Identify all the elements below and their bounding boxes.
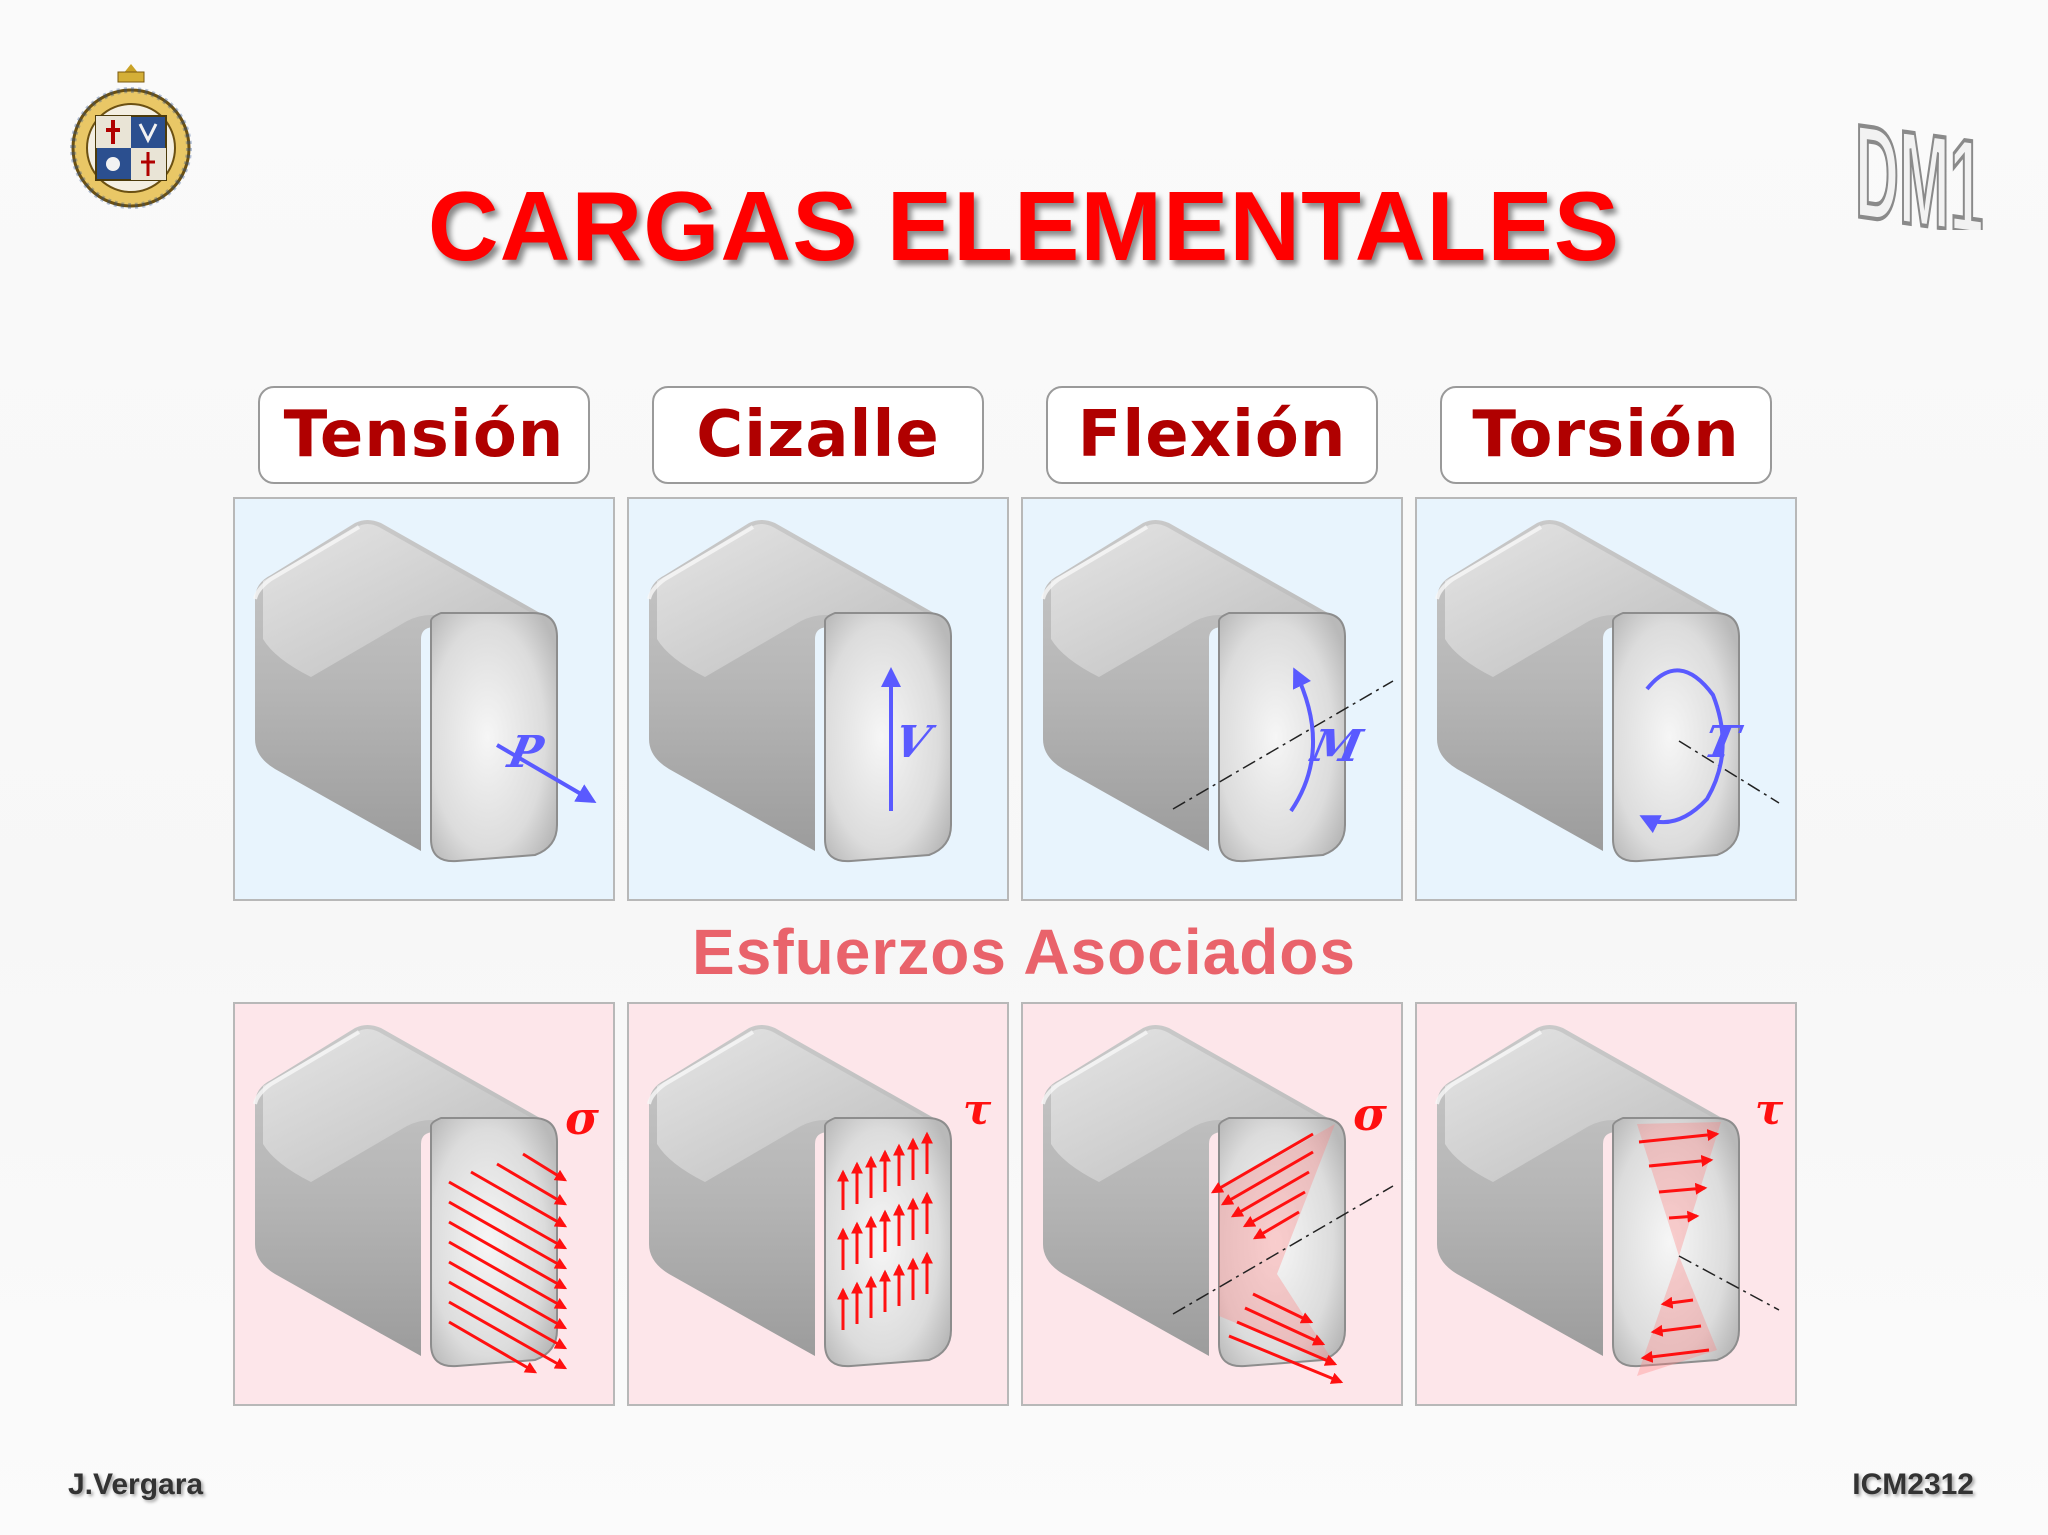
bending-moment-arrow — [1289, 667, 1316, 813]
svg-text:DM1: DM1 — [1855, 95, 1983, 230]
tension-stress-symbol: σ — [565, 1091, 599, 1145]
bending-stress-distribution — [1219, 1124, 1335, 1364]
torsion-stress-illustration: τ — [1435, 1023, 1784, 1376]
tension-stress-illustration: σ — [253, 1023, 599, 1374]
label-tension: Tensión — [258, 386, 590, 484]
torsion-load-panel: T — [1415, 497, 1797, 901]
label-flexion: Flexión — [1046, 386, 1378, 484]
shear-stress-illustration: τ — [647, 1023, 992, 1369]
shear-stress-symbol: τ — [963, 1085, 992, 1134]
bending-block-illustration: M — [1041, 518, 1394, 864]
bending-stress-illustration: σ — [1041, 1023, 1394, 1384]
tension-load-panel: P — [233, 497, 615, 901]
torsion-stress-symbol: τ — [1755, 1085, 1784, 1134]
bending-normal-stress-arrows — [1210, 1132, 1344, 1384]
associated-stresses-heading: Esfuerzos Asociados — [692, 916, 1356, 988]
bending-axis-line — [1172, 680, 1394, 810]
bending-stress-panel: σ — [1021, 1002, 1403, 1406]
torsion-shear-stress-arrows — [1638, 1129, 1720, 1363]
slide-title: CARGAS ELEMENTALES — [427, 171, 1621, 281]
torsion-moment-arrow — [1639, 668, 1725, 834]
tension-stress-panel: σ — [233, 1002, 615, 1406]
shear-load-panel: V — [627, 497, 1009, 901]
shear-stress-panel: τ — [627, 1002, 1009, 1406]
shear-block-illustration: V — [647, 518, 953, 864]
label-torsion: Torsión — [1440, 386, 1772, 484]
torsion-axis-line — [1678, 740, 1780, 804]
tension-force-arrow — [495, 743, 597, 804]
torsion-stress-panel: τ — [1415, 1002, 1797, 1406]
shear-stress-arrows — [837, 1131, 933, 1330]
dm1-logo: DM1 — [1855, 94, 1985, 230]
label-cizalle: Cizalle — [652, 386, 984, 484]
bending-load-panel: M — [1021, 497, 1403, 901]
tension-block-illustration: P — [253, 518, 597, 864]
footer-author: J.Vergara — [68, 1468, 204, 1501]
torsion-block-illustration: T — [1435, 518, 1780, 864]
tension-normal-stress-arrows — [448, 1152, 568, 1374]
bending-stress-symbol: σ — [1353, 1087, 1387, 1141]
university-seal-logo — [70, 64, 192, 209]
footer-course-code: ICM2312 — [1852, 1468, 1974, 1501]
